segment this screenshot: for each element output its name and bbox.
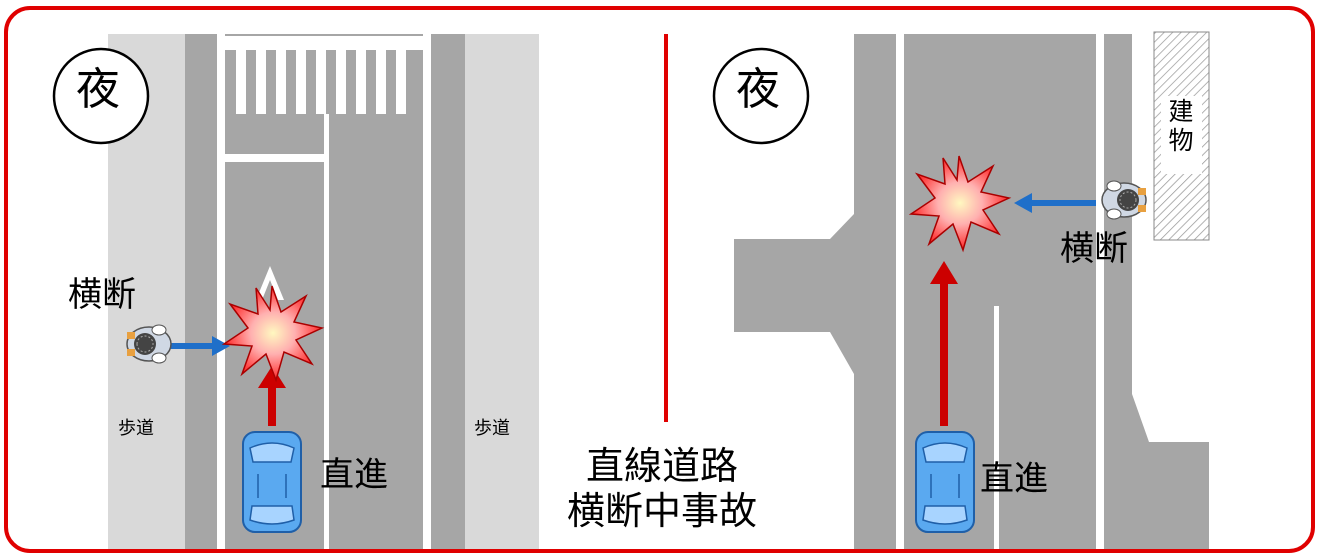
side-road-left [734, 214, 854, 374]
sidewalk-label-left: 歩道 [118, 418, 154, 439]
pedestrian-icon-right [1101, 180, 1147, 220]
title-line-1: 直線道路 [585, 444, 738, 488]
car-label-left: 直進 [320, 455, 388, 495]
night-badge-right [712, 47, 810, 145]
night-label-left: 夜 [76, 64, 120, 115]
car-label-right: 直進 [980, 459, 1048, 499]
pedestrian-label-right: 横断 [1060, 229, 1128, 269]
building-label: 建物 [1168, 97, 1194, 155]
night-label-right: 夜 [736, 64, 780, 115]
diagram-frame: 夜 夜 横断 直進 歩道 歩道 横断 直進 建物 直線道路 横断中事故 [4, 6, 1315, 553]
stop-line [225, 154, 325, 162]
right-sidewalk [465, 34, 539, 549]
scene-drawing [52, 31, 1210, 549]
sidewalk-label-right: 歩道 [474, 418, 510, 439]
crosswalk-top [225, 36, 423, 50]
left-road-scene [108, 34, 539, 549]
right-road-scene [734, 31, 1210, 549]
night-badge-left [52, 47, 150, 145]
crosswalk-stripes [236, 50, 406, 114]
side-road-right [1132, 394, 1209, 549]
title-line-2: 横断中事故 [566, 488, 757, 533]
diagram-title: 直線道路 横断中事故 [522, 444, 802, 534]
car-icon [242, 431, 302, 533]
lane-divider-right [994, 306, 999, 549]
car-icon-right [915, 431, 975, 533]
pedestrian-label-left: 横断 [68, 275, 136, 315]
diamond-marking [256, 266, 284, 300]
lane-divider [324, 114, 329, 549]
